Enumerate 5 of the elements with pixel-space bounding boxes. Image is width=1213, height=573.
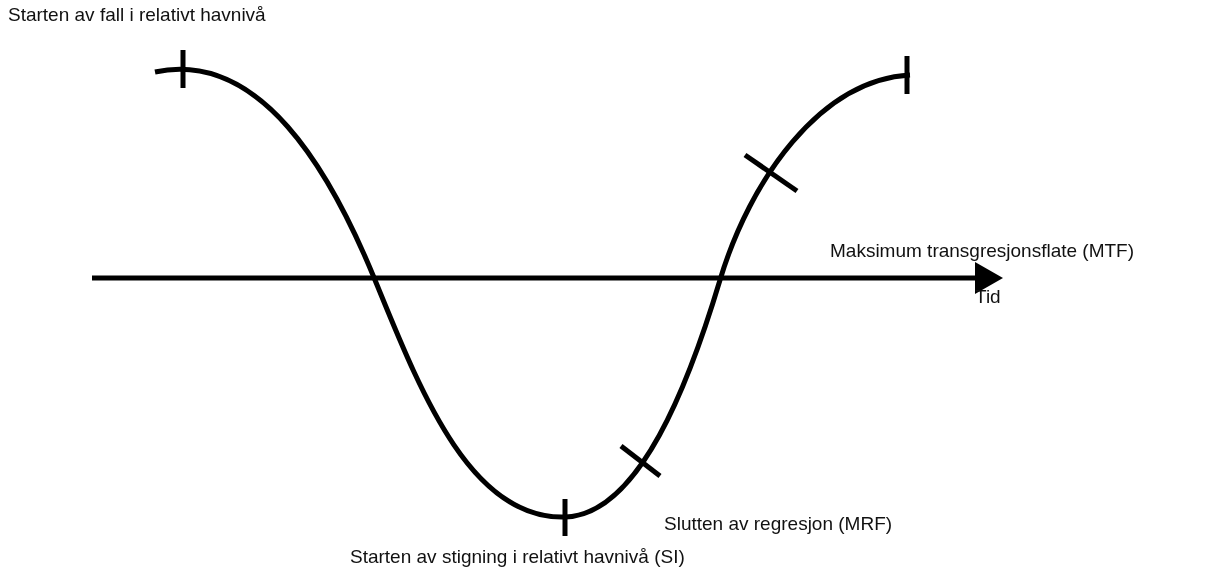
curve-label: Maksimum transgresjonsflate (MTF)	[830, 240, 1135, 262]
curve-label: Starten av fall i relativt havnivå	[8, 4, 266, 26]
curve-label: Starten av stigning i relativt havnivå (SI)	[350, 546, 685, 568]
curve-label: Slutten av regresjon (MRF)	[664, 513, 893, 535]
axis-label: Tid	[975, 286, 1001, 308]
